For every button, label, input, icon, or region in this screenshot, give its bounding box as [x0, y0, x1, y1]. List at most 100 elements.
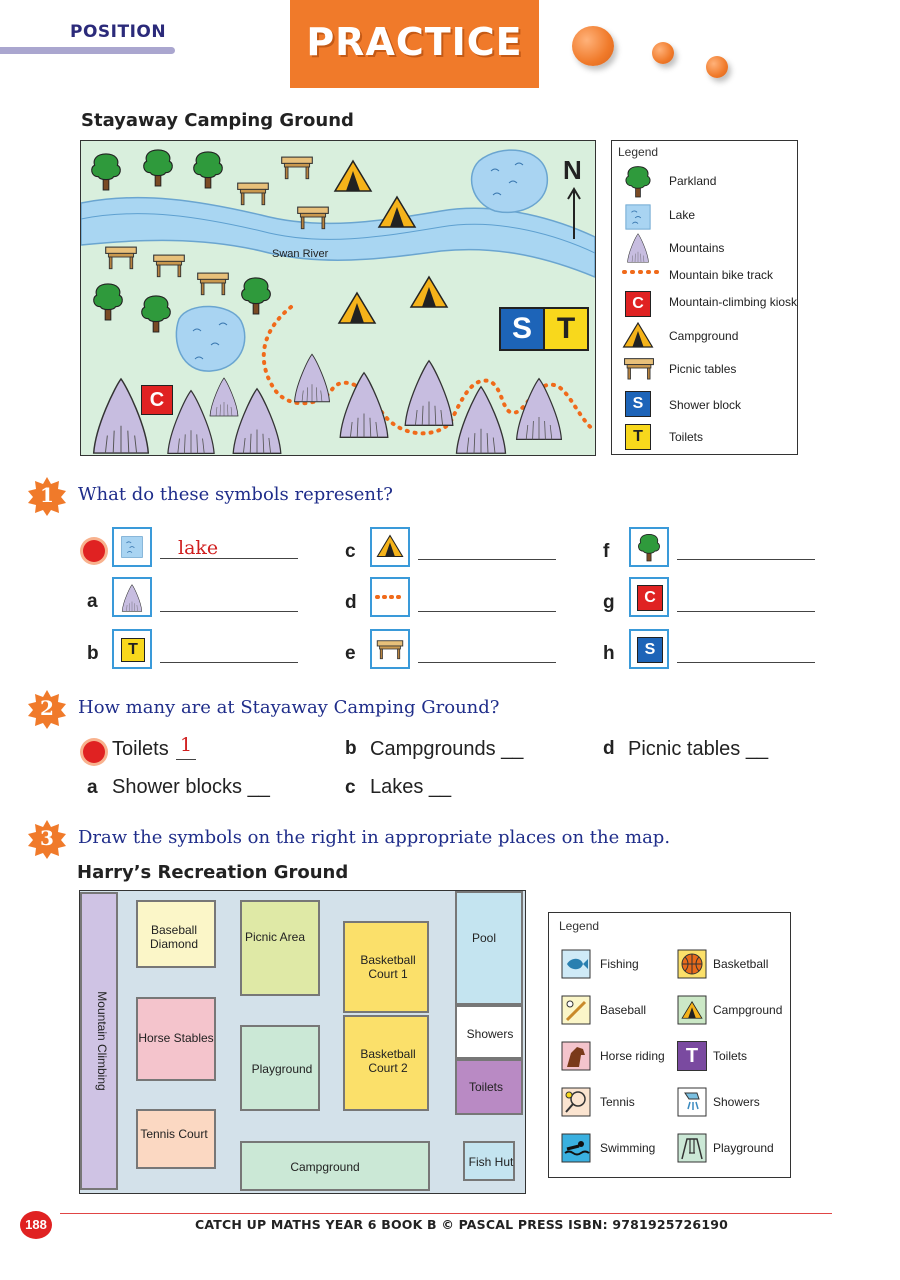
q1-label-d: d [345, 592, 357, 613]
section-label: POSITION [70, 22, 167, 42]
q1-label-h: h [603, 643, 615, 664]
example-answer: lake [178, 537, 219, 559]
banner-wavy-edge [290, 80, 539, 87]
q2-item-c[interactable]: Lakes __ [370, 776, 452, 798]
q2-label-c: c [345, 777, 356, 798]
decor-dot-medium [652, 42, 674, 64]
legend-label: Basketball [713, 957, 769, 971]
q1-number: 1 [40, 483, 54, 507]
room-basketball-court-2: Basketball Court 2 [343, 1015, 429, 1111]
legend-label: Mountains [669, 241, 725, 255]
section-bar [0, 47, 175, 54]
q1a-mountain-icon [112, 577, 152, 617]
practice-title: PRACTICE [306, 20, 523, 64]
legend-basketball-icon [677, 949, 707, 979]
river-label: Swan River [272, 248, 329, 260]
q1d-dotted-track-icon [370, 577, 410, 617]
legend-label: Showers [713, 1095, 760, 1109]
legend-tennis-icon [561, 1087, 591, 1117]
q1-label-g: g [603, 592, 615, 613]
legend-label: Shower block [669, 398, 742, 412]
room-label: Campground [290, 1160, 360, 1174]
decor-dot-small [706, 56, 728, 78]
q1g-letter: C [637, 585, 663, 611]
q1-label-c: c [345, 541, 356, 562]
q1c-tent-icon [370, 527, 410, 567]
q1g-c-kiosk-icon: C [629, 577, 669, 617]
legend-label: Swimming [600, 1141, 656, 1155]
q2-label-d: d [603, 738, 615, 759]
legend-label: Toilets [669, 430, 704, 444]
answer-line[interactable] [160, 611, 298, 612]
legend-title: Legend [559, 919, 600, 933]
legend-horse-icon [561, 1041, 591, 1071]
answer-line[interactable] [418, 559, 556, 560]
legend-mountain-icon [627, 233, 649, 263]
q1f-tree-icon [629, 527, 669, 567]
legend-fish-icon [561, 949, 591, 979]
room-label: Toilets [468, 1080, 503, 1094]
example-marker [83, 741, 105, 763]
room-label: Playground [251, 1062, 313, 1076]
q2-text: How many are at Stayaway Camping Ground? [78, 697, 500, 718]
answer-line[interactable] [160, 558, 298, 559]
room-mountain-climbing: Mountain Climbing [80, 892, 118, 1190]
room-basketball-court-1: Basketball Court 1 [343, 921, 429, 1013]
footer-text: CATCH UP MATHS YEAR 6 BOOK B © PASCAL PR… [195, 1217, 729, 1232]
legend-s-shower-icon: S [625, 391, 651, 417]
decor-dot-large [572, 26, 614, 66]
answer-line[interactable] [677, 662, 815, 663]
room-label: Basketball Court 2 [360, 1047, 416, 1075]
legend-label: Mountain-climbing kiosk [669, 295, 798, 309]
legend-label: Lake [669, 208, 696, 222]
legend-title: Legend [618, 145, 659, 159]
map-kiosk-c-icon: C [141, 385, 173, 415]
legend-label: Baseball [600, 1003, 647, 1017]
legend-swimmer-icon [561, 1133, 591, 1163]
q2-example-line [176, 759, 196, 760]
camping-map-drawing [81, 149, 595, 455]
q1-label-b: b [87, 643, 99, 664]
camping-map: Swan River N C S T [80, 140, 596, 456]
room-campground: Campground [240, 1141, 430, 1191]
room-playground: Playground [240, 1025, 320, 1111]
example-marker [83, 540, 105, 562]
legend-label: Horse riding [600, 1049, 665, 1063]
q1-badge: 1 [27, 476, 67, 516]
q2-item-d[interactable]: Picnic tables __ [628, 738, 769, 760]
q2-label-a: a [87, 777, 98, 798]
recreation-map[interactable]: Mountain Climbing Baseball Diamond Picni… [79, 890, 526, 1194]
legend-tree-icon [625, 166, 651, 198]
legend-t-toilet-icon: T [625, 424, 651, 450]
q1b-letter: T [121, 638, 145, 662]
legend-label: Parkland [669, 174, 717, 188]
legend-picnic-table-icon [624, 358, 654, 380]
q2-item-b[interactable]: Campgrounds __ [370, 738, 524, 760]
room-fish-hut: Fish Hut [463, 1141, 515, 1181]
q2-item-a[interactable]: Shower blocks __ [112, 776, 270, 798]
q3-number: 3 [40, 826, 54, 850]
north-label: N [563, 155, 582, 185]
q2-number: 2 [40, 696, 54, 720]
q2-label-b: b [345, 738, 357, 759]
legend-label: Campground [669, 329, 739, 343]
room-label: Pool [471, 931, 497, 945]
room-pool: Pool [455, 891, 523, 1005]
map1-legend: Legend C S T Parkland Lake Mountains Mou… [611, 140, 798, 455]
room-label: Mountain Climbing [95, 991, 109, 1091]
legend-tent-icon [622, 322, 654, 348]
answer-line[interactable] [160, 662, 298, 663]
answer-line[interactable] [677, 611, 815, 612]
room-label: Horse Stables [138, 1031, 214, 1045]
footer-rule [60, 1213, 832, 1214]
q3-badge: 3 [27, 819, 67, 859]
room-label: Basketball Court 1 [360, 953, 416, 981]
room-label: Picnic Area [244, 930, 306, 944]
answer-line[interactable] [418, 662, 556, 663]
legend-baseball-icon [561, 995, 591, 1025]
answer-line[interactable] [677, 559, 815, 560]
legend-dotted-track-icon [622, 270, 660, 274]
answer-line[interactable] [418, 611, 556, 612]
legend-label: Picnic tables [669, 362, 737, 376]
q1h-letter: S [637, 637, 663, 663]
